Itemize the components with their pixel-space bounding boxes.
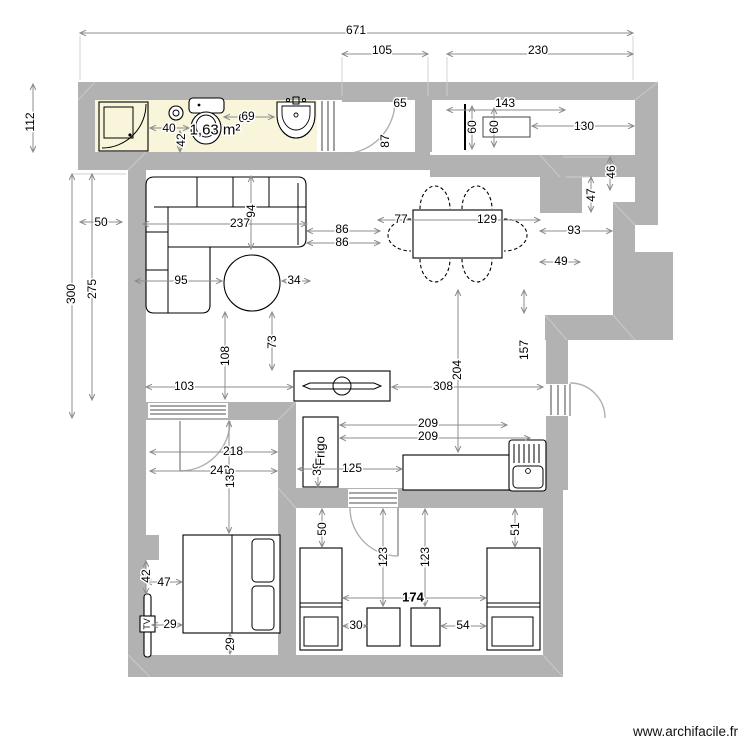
dim-51: 51 (508, 522, 522, 536)
dim-86-a: 86 (335, 222, 349, 236)
dim-130: 130 (574, 119, 594, 133)
dim-46: 46 (604, 165, 618, 179)
toilet-paper-holder-icon (168, 105, 184, 121)
dim-39: 39 (310, 462, 324, 476)
dim-103: 103 (174, 379, 194, 393)
dim-60-closet-a: 60 (465, 120, 479, 134)
dim-50-left: 50 (94, 215, 108, 229)
dim-65: 65 (393, 96, 407, 110)
single-bed-left (299, 547, 343, 651)
tv-sideboard (293, 370, 391, 402)
entrance-door (546, 382, 606, 419)
dim-42-bath: 42 (174, 133, 188, 147)
dim-50-bed2: 50 (315, 522, 329, 536)
dim-49: 49 (554, 254, 568, 268)
washbasin (276, 96, 316, 139)
walls (78, 82, 673, 677)
dim-129: 129 (477, 212, 497, 226)
dim-54: 54 (456, 618, 470, 632)
dim-237: 237 (230, 216, 250, 230)
dim-230: 230 (528, 43, 548, 57)
dim-108: 108 (218, 346, 232, 366)
dining-chair-top-right (461, 185, 493, 210)
single-bed-right (486, 547, 541, 651)
dim-243: 243 (210, 463, 230, 477)
hall-door (341, 100, 396, 155)
double-bed (182, 534, 281, 634)
dining-chair-bottom-left (419, 258, 451, 283)
dim-123-a: 123 (376, 547, 390, 567)
dim-157: 157 (517, 340, 531, 360)
dimension-lines (33, 33, 634, 654)
dim-34: 34 (287, 273, 301, 287)
dim-671: 671 (346, 23, 366, 37)
shower (98, 101, 149, 152)
dim-30: 30 (349, 618, 363, 632)
dim-94: 94 (244, 204, 258, 218)
dim-42-bed1: 42 (139, 569, 153, 583)
dim-77: 77 (394, 212, 408, 226)
coffee-table (223, 254, 281, 312)
dim-29-a: 29 (163, 617, 177, 631)
dim-47-right: 47 (584, 188, 598, 202)
dim-308: 308 (433, 379, 453, 393)
dim-143: 143 (495, 96, 515, 110)
nightstand-left (366, 607, 401, 647)
dim-105: 105 (372, 43, 392, 57)
dim-275: 275 (85, 279, 99, 299)
extension-lines (72, 36, 634, 178)
dim-204: 204 (450, 360, 464, 380)
dim-60-bath: 60 (238, 111, 252, 125)
dining-chair-right (503, 218, 528, 252)
dim-112: 112 (23, 112, 37, 131)
dim-73: 73 (265, 335, 279, 349)
dim-125: 125 (342, 461, 362, 475)
dining-chair-top-left (419, 185, 451, 210)
dim-93: 93 (567, 223, 581, 237)
bedroom2-door (349, 507, 399, 557)
dim-209-a: 209 (418, 416, 438, 430)
tv-label: TV (142, 618, 152, 630)
dim-123-b: 123 (418, 547, 432, 567)
dim-86-b: 86 (335, 235, 349, 249)
dim-135: 135 (223, 468, 237, 488)
kitchen-sink (508, 439, 547, 492)
nightstand-right (410, 607, 441, 647)
room-area-label: 1,63 m² (190, 122, 241, 139)
dim-95: 95 (174, 273, 188, 287)
wall-corner-seams (77, 81, 659, 678)
watermark: www.archifacile.fr (632, 724, 738, 739)
dim-29-b: 29 (223, 637, 237, 651)
dim-47-bed1: 47 (157, 575, 171, 589)
bedroom2-sliding-door (348, 489, 398, 507)
dim-69-bath: 69 (241, 109, 255, 123)
dim-209-b: 209 (418, 429, 438, 443)
dim-40: 40 (162, 121, 176, 135)
dim-60-closet-b: 60 (487, 120, 501, 134)
kitchen-counter (402, 454, 511, 491)
dim-218: 218 (223, 444, 243, 458)
dim-87: 87 (378, 134, 392, 148)
toilet (188, 97, 225, 145)
fridge-label: Frigo (313, 436, 328, 466)
dim-174: 174 (402, 590, 424, 605)
dim-300: 300 (64, 284, 78, 304)
dining-chair-bottom-right (461, 258, 493, 283)
bedroom1-sliding-door (148, 403, 228, 418)
bathroom-sliding-door (317, 100, 341, 152)
